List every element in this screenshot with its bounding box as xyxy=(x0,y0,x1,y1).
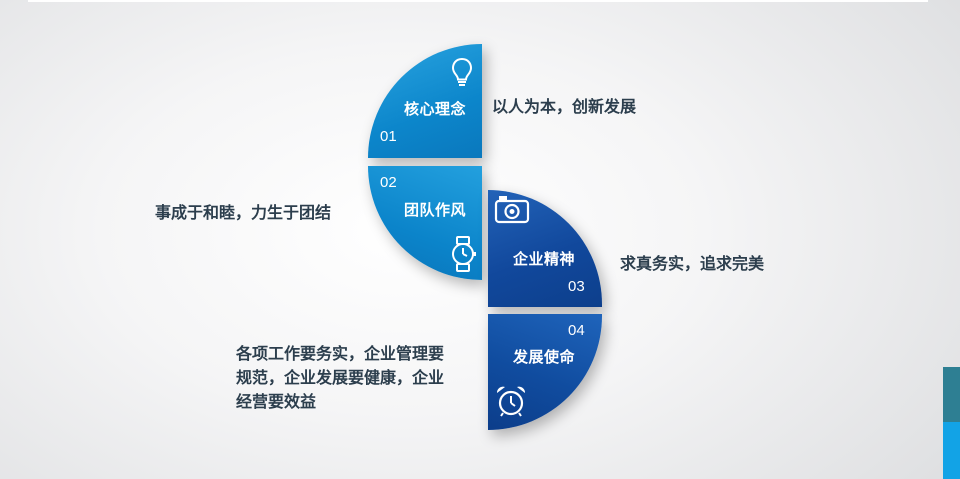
camera-icon xyxy=(494,196,530,224)
description-line: 规范，企业发展要健康，企业 xyxy=(236,368,445,387)
description-development-mission: 各项工作要务实，企业管理要 规范，企业发展要健康，企业 经营要效益 xyxy=(236,342,444,414)
petal-title: 企业精神 xyxy=(513,250,576,268)
description-line: 经营要效益 xyxy=(236,392,317,411)
petal-number: 02 xyxy=(380,174,397,191)
alarm-clock-icon xyxy=(496,386,526,417)
edge-strip-cyan xyxy=(943,422,960,479)
lightbulb-icon xyxy=(451,57,473,86)
description-team-style: 事成于和睦，力生于团结 xyxy=(155,203,332,222)
petal-team-style: 02 团队作风 xyxy=(368,166,482,280)
petal-core-concept: 核心理念 01 xyxy=(368,44,482,158)
petal-number: 01 xyxy=(380,128,397,145)
description-enterprise-spirit: 求真务实，追求完美 xyxy=(620,254,765,273)
description-core-concept: 以人为本，创新发展 xyxy=(492,97,637,116)
top-bar xyxy=(28,0,928,2)
description-line: 各项工作要务实，企业管理要 xyxy=(236,344,445,363)
petal-title: 发展使命 xyxy=(513,348,576,366)
edge-strip-teal xyxy=(943,367,960,422)
watch-icon xyxy=(452,236,476,272)
petal-enterprise-spirit: 企业精神 03 xyxy=(488,190,602,307)
petal-development-mission: 04 发展使命 xyxy=(488,314,602,430)
petal-title: 团队作风 xyxy=(404,201,467,219)
petal-number: 03 xyxy=(568,278,585,295)
petal-number: 04 xyxy=(568,322,585,339)
petal-title: 核心理念 xyxy=(404,100,467,118)
